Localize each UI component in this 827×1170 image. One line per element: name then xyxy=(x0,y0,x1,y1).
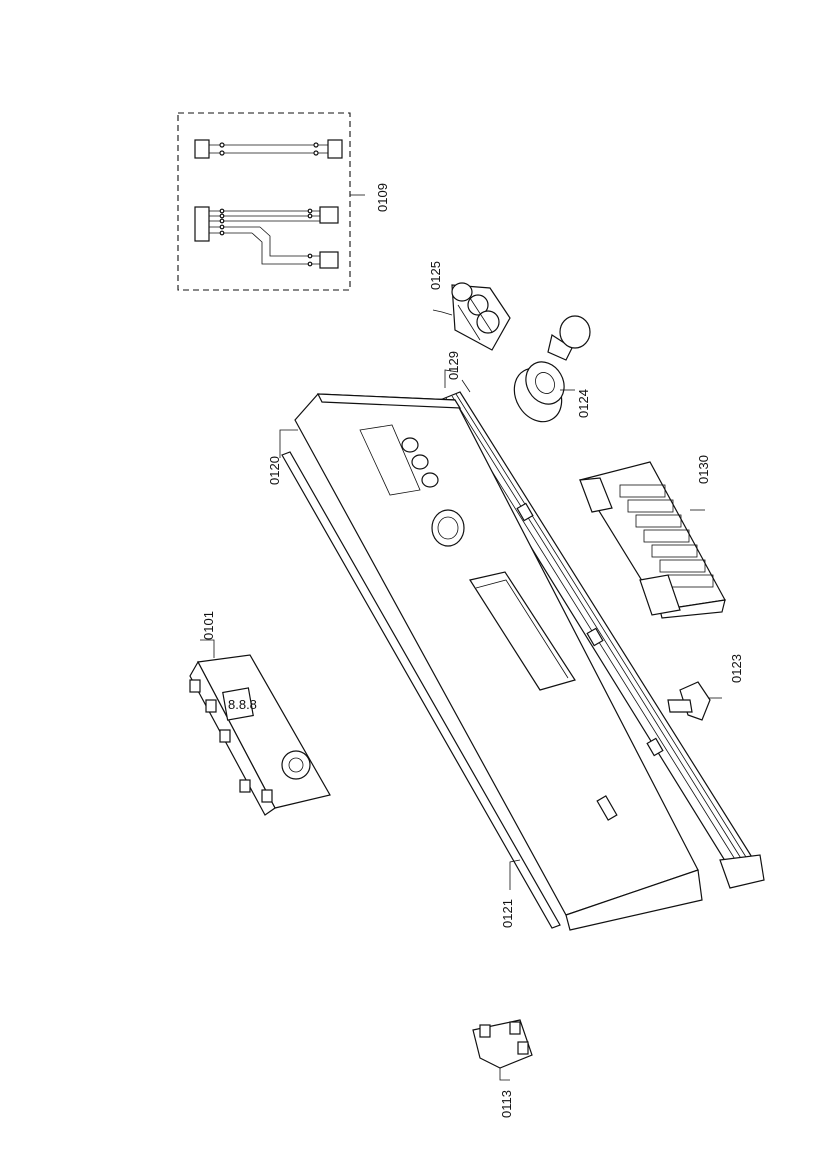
label-0101: 0101 xyxy=(201,611,216,640)
label-0123: 0123 xyxy=(729,654,744,683)
harness-2 xyxy=(194,206,339,269)
part-0123-clip xyxy=(667,681,722,721)
part-0130-switch-block xyxy=(579,461,726,619)
part-0124-knob xyxy=(513,315,591,423)
label-0129: 0129 xyxy=(446,351,461,380)
label-0130: 0130 xyxy=(696,455,711,484)
label-0121: 0121 xyxy=(500,899,515,928)
part-0125-button-block xyxy=(432,282,511,351)
harness-1 xyxy=(194,139,343,159)
wiring-harness-set xyxy=(177,112,365,291)
leader-0121 xyxy=(509,859,521,890)
display-readout: 8.8.8 xyxy=(228,697,257,712)
part-0129-rail xyxy=(439,379,765,889)
part-0120-panel-housing xyxy=(294,393,703,931)
label-0113: 0113 xyxy=(499,1090,514,1118)
part-0101-control-module: 8.8.8 xyxy=(189,639,331,816)
label-0109: 0109 xyxy=(375,183,390,212)
leader-0120 xyxy=(279,429,298,458)
leader-0129 xyxy=(444,369,459,388)
harness-dashed-box xyxy=(177,112,351,291)
part-0121-seal-strip xyxy=(281,451,561,929)
part-0113-component xyxy=(472,1019,533,1081)
label-0120: 0120 xyxy=(267,456,282,485)
label-0124: 0124 xyxy=(576,389,591,418)
label-0125: 0125 xyxy=(428,261,443,290)
